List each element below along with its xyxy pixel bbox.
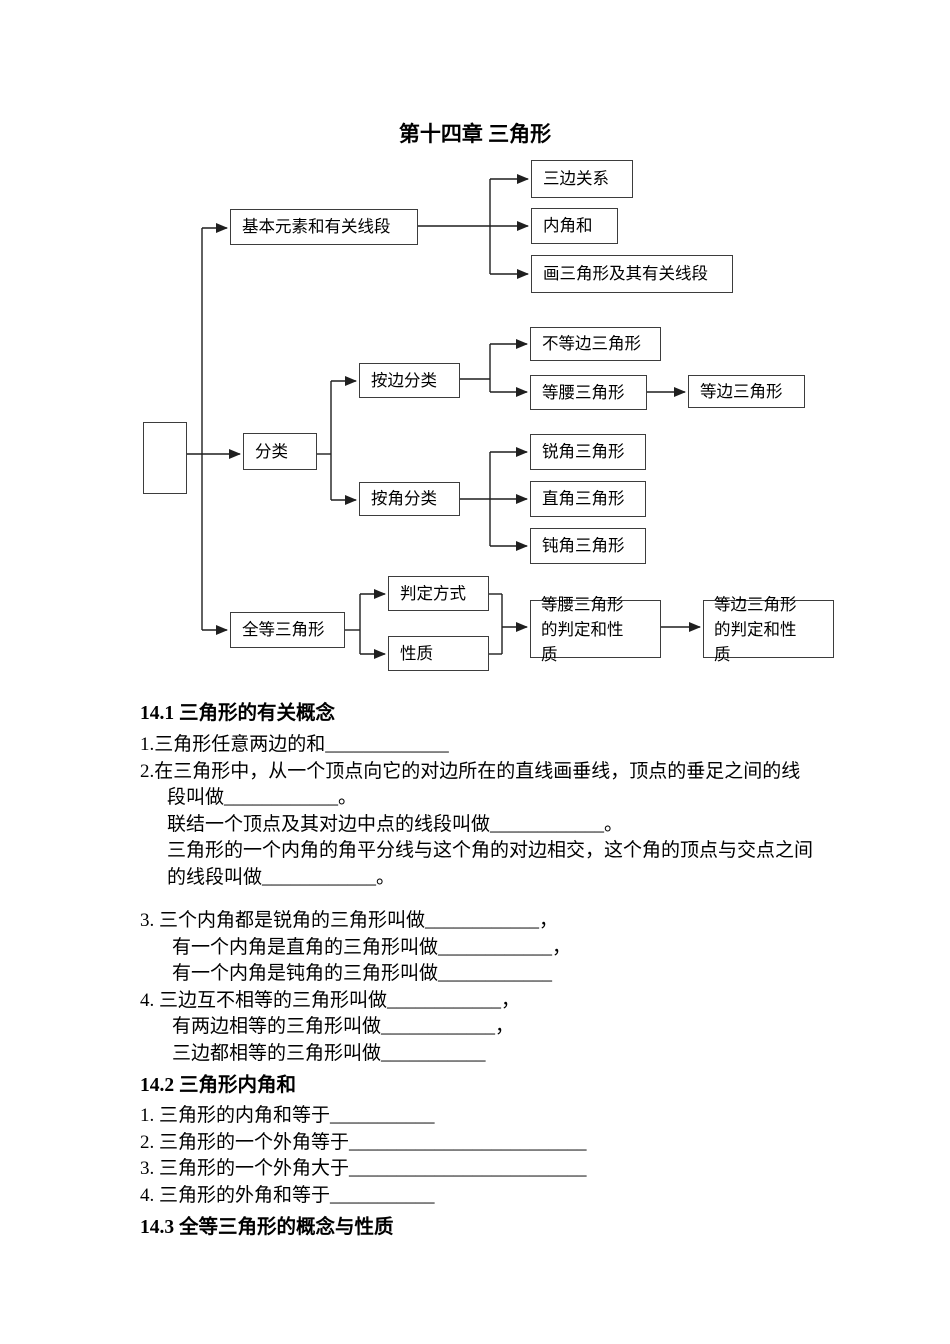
node-isosceles-judgment: 等腰三角形的判定和性质 — [530, 595, 661, 664]
node-equilateral: 等边三角形 — [688, 375, 805, 408]
node-scalene: 不等边三角形 — [530, 327, 661, 361]
list-item-continuation: 有两边相等的三角形叫做____________， — [172, 1016, 515, 1037]
node-obtuse-triangle: 钝角三角形 — [530, 528, 646, 564]
list-item-continuation: 的线段叫做____________。 — [167, 866, 396, 888]
node-acute-triangle: 锐角三角形 — [530, 434, 646, 470]
node-draw-triangle: 画三角形及其有关线段 — [531, 255, 733, 293]
list-item: 2. 三角形的一个外角等于_________________________ — [140, 1131, 587, 1153]
list-item: 2.在三角形中，从一个顶点向它的对边所在的直线画垂线，顶点的垂足之间的线 — [140, 760, 801, 782]
page-title: 第十四章 三角形 — [398, 122, 552, 146]
section-heading-14-3: 14.3 全等三角形的概念与性质 — [140, 1217, 394, 1238]
list-item-continuation: 三角形的一个内角的角平分线与这个角的对边相交，这个角的顶点与交点之间 — [167, 840, 814, 861]
node-root — [143, 422, 187, 494]
triangle-chapter-flowchart: 第十四章 三角形 — [143, 122, 834, 671]
node-basic-elements: 基本元素和有关线段 — [230, 209, 418, 245]
worksheet-body: 14.1 三角形的有关概念 1.三角形任意两边的和_____________ 2… — [0, 700, 950, 1241]
node-classification: 分类 — [243, 433, 317, 470]
list-item: 3. 三个内角都是锐角的三角形叫做____________， — [140, 910, 559, 931]
list-item-continuation: 三边都相等的三角形叫做___________ — [172, 1042, 486, 1064]
node-properties: 性质 — [388, 636, 489, 671]
node-congruent-triangle: 全等三角形 — [230, 612, 345, 648]
flowchart-connectors — [187, 174, 701, 659]
node-right-triangle: 直角三角形 — [530, 481, 646, 517]
list-item: 3. 三角形的一个外角大于_________________________ — [140, 1158, 587, 1179]
list-item: 4. 三边互不相等的三角形叫做____________， — [140, 989, 521, 1011]
list-item: 4. 三角形的外角和等于___________ — [140, 1184, 435, 1206]
list-item: 1. 三角形的内角和等于___________ — [140, 1105, 435, 1126]
node-three-side-relation: 三边关系 — [531, 160, 633, 198]
list-item: 1.三角形任意两边的和_____________ — [140, 734, 449, 755]
node-equilateral-judgment: 等边三角形的判定和性质 — [703, 595, 834, 664]
list-item-continuation: 联结一个顶点及其对边中点的线段叫做____________。 — [167, 813, 624, 835]
list-item-continuation: 有一个内角是直角的三角形叫做____________， — [172, 936, 572, 958]
blank-line — [140, 891, 822, 908]
list-item-continuation: 有一个内角是钝角的三角形叫做____________ — [172, 963, 553, 984]
node-by-angle: 按角分类 — [359, 482, 460, 516]
section-heading-14-1: 14.1 三角形的有关概念 — [140, 703, 336, 724]
node-by-side: 按边分类 — [359, 363, 460, 398]
connector-arrows — [187, 174, 701, 659]
node-interior-angle-sum: 内角和 — [531, 208, 618, 244]
node-judgment-methods: 判定方式 — [388, 576, 489, 611]
node-isosceles: 等腰三角形 — [530, 375, 647, 410]
section-heading-14-2: 14.2 三角形内角和 — [140, 1075, 297, 1096]
list-item-continuation: 段叫做____________。 — [167, 787, 358, 808]
